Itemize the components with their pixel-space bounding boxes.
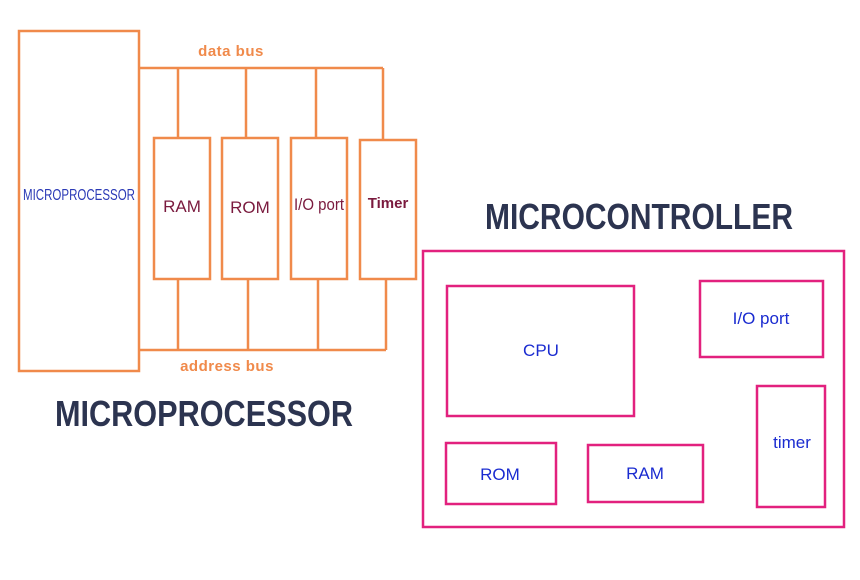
mp-rom-block xyxy=(220,136,280,281)
microcontroller-system: MICROCONTROLLER CPU I/O port timer ROM R… xyxy=(421,196,846,529)
mc-ram-label: RAM xyxy=(626,464,664,483)
mc-ram-block xyxy=(586,443,705,504)
mp-rom-label: ROM xyxy=(230,198,270,217)
mc-cpu-label: CPU xyxy=(523,341,559,360)
microprocessor-title: MICROPROCESSOR xyxy=(55,393,353,434)
address-bus xyxy=(139,279,388,352)
mc-io-port-block xyxy=(698,279,825,359)
mc-rom-block xyxy=(444,441,558,506)
mp-timer-label: Timer xyxy=(368,195,409,212)
mp-ram-label: RAM xyxy=(163,197,201,216)
mp-io-port-block xyxy=(289,136,349,281)
mp-io-port-label: I/O port xyxy=(294,195,344,214)
mp-timer-block xyxy=(358,138,418,281)
address-bus-label: address bus xyxy=(180,358,274,375)
microprocessor-system: MICROPROCESSOR RAM ROM I/O port Timer da… xyxy=(17,29,418,434)
mc-cpu-block xyxy=(445,284,636,418)
microprocessor-cpu-label: MICROPROCESSOR xyxy=(23,187,135,204)
microcontroller-title: MICROCONTROLLER xyxy=(485,196,793,237)
data-bus xyxy=(139,66,385,140)
mc-rom-label: ROM xyxy=(480,465,520,484)
mc-timer-block xyxy=(755,384,827,509)
microprocessor-cpu-block xyxy=(17,29,141,373)
mc-io-port-label: I/O port xyxy=(733,309,790,328)
data-bus-label: data bus xyxy=(198,43,264,60)
mp-ram-block xyxy=(152,136,212,281)
mc-timer-label: timer xyxy=(773,433,811,452)
